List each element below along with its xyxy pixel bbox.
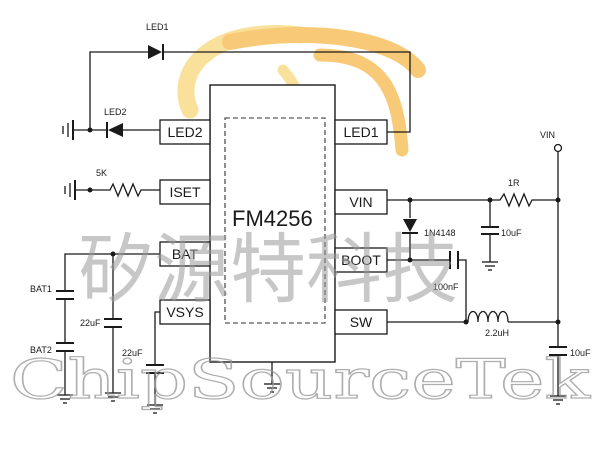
pin-label-vsys: VSYS (166, 304, 203, 320)
ground-symbol-led2 (62, 120, 74, 140)
led2-circuit: LED2 (62, 107, 160, 140)
inductor-label: 2.2uH (485, 328, 509, 338)
watermark-chinese: 矽源特科技 (78, 225, 458, 314)
iset-circuit: 5K (64, 168, 160, 200)
pin-label-vin: VIN (349, 194, 372, 210)
led1-circuit: LED1 (89, 22, 411, 133)
pin-box-vin (334, 189, 388, 215)
pin-box-boot (334, 247, 388, 273)
pin-label-led2: LED2 (167, 124, 202, 140)
vin-cap-label: 10uF (501, 228, 522, 238)
ic-body (209, 84, 336, 363)
battery1-label: BAT1 (30, 284, 52, 294)
pin-box-led2 (159, 119, 211, 145)
pin-label-bat: BAT (172, 246, 199, 262)
battery2-label: BAT2 (30, 345, 52, 355)
pin-box-sw (334, 309, 388, 335)
boot-cap-label: 100nF (433, 282, 459, 292)
output-cap-label: 10uF (570, 348, 591, 358)
led1-label: LED1 (146, 22, 169, 32)
pin-label-iset: ISET (169, 184, 201, 200)
led2-label: LED2 (104, 107, 127, 117)
vin-label: VIN (540, 130, 555, 140)
pin-label-sw: SW (350, 314, 373, 330)
output-cap-circuit: 10uF (549, 322, 591, 405)
pin-label-led1: LED1 (343, 124, 378, 140)
iset-resistor-label: 5K (96, 168, 107, 178)
vin-resistor-label: 1R (508, 178, 520, 188)
vin-circuit: VIN 1R 1N4148 10uF (387, 130, 563, 322)
ic-ground (264, 362, 280, 393)
pin-label-boot: BOOT (341, 252, 381, 268)
bat-cap-label: 22uF (80, 318, 101, 328)
ground-symbol-iset (64, 180, 76, 200)
vsys-circuit: 22uF (122, 311, 164, 414)
ic-part-number: FM4256 (232, 206, 313, 231)
pin-box-iset (159, 179, 211, 205)
vsys-cap-label: 22uF (122, 348, 143, 358)
boot-diode-label: 1N4148 (424, 228, 456, 238)
watermark-english: ChipSourceTek (10, 348, 592, 411)
boot-sw-circuit: 100nF 2.2uH (387, 251, 561, 338)
ic-die-outline (224, 117, 326, 324)
pin-box-led1 (334, 119, 388, 145)
battery-circuit: BAT1 BAT2 22uF (30, 251, 160, 404)
